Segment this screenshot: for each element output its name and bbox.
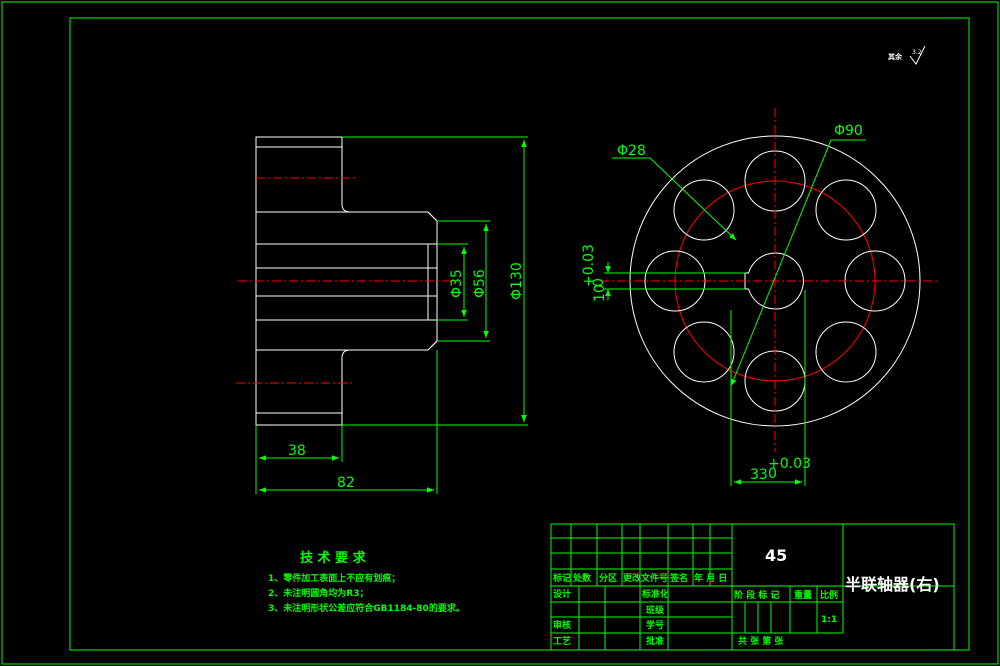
dim-d28: Φ28 xyxy=(617,143,646,159)
tb-header-change-doc: 更改文件号 xyxy=(623,572,668,584)
dim-key-depth-lower: 0 xyxy=(768,466,777,482)
roughness-symbol: 其余 3.2 xyxy=(888,45,926,65)
tb-scale: 1:1 xyxy=(821,615,837,625)
tb-sheets: 共 张 第 张 xyxy=(738,635,784,647)
part-name: 半联轴器(右) xyxy=(845,575,940,594)
tb-scale-label: 比例 xyxy=(820,589,838,601)
dim-d35: Φ35 xyxy=(449,269,465,298)
tech-item-3: 3、未注明形状公差应符合GB1184-80的要求。 xyxy=(268,602,465,614)
material: 45 xyxy=(765,546,787,565)
section-dimensions: Φ130 Φ56 Φ35 38 82 xyxy=(255,136,528,494)
dim-d130: Φ130 xyxy=(509,262,525,300)
front-dimensions: Φ90 Φ28 10 +0.03 0 33 +0.03 0 xyxy=(581,123,866,486)
dim-key-depth-upper: +0.03 xyxy=(768,456,811,472)
tb-design: 设计 xyxy=(553,588,571,600)
tech-item-1: 1、零件加工表面上不应有划痕； xyxy=(268,572,400,584)
tb-process: 工艺 xyxy=(553,635,571,647)
tb-weight: 重量 xyxy=(794,589,812,601)
tb-class: 班级 xyxy=(646,604,665,616)
tech-requirements: 技 术 要 求 1、零件加工表面上不应有划痕； 2、未注明圆角均为R3； 3、未… xyxy=(268,550,465,614)
tb-student-id: 学号 xyxy=(646,619,664,631)
inner-frame xyxy=(69,17,970,651)
tb-review: 审核 xyxy=(553,619,571,631)
roughness-value: 3.2 xyxy=(912,49,922,56)
tb-header-date: 年 月 日 xyxy=(694,572,727,584)
tb-approve: 批准 xyxy=(646,635,664,647)
tb-header-count: 处数 xyxy=(572,572,592,584)
dim-d90: Φ90 xyxy=(834,123,863,139)
tb-header-mark: 标记 xyxy=(552,572,571,584)
center-bore xyxy=(744,252,804,310)
dim-len38: 38 xyxy=(288,443,306,459)
dim-key-width-lower: 0 xyxy=(591,278,607,287)
tech-item-2: 2、未注明圆角均为R3； xyxy=(268,587,368,599)
dim-key-depth: 33 xyxy=(750,467,768,483)
tb-stage-mark: 阶 段 标 记 xyxy=(734,589,779,601)
dim-key-width: 10 xyxy=(592,284,608,302)
tb-header-zone: 分区 xyxy=(599,572,617,584)
dim-d56: Φ56 xyxy=(472,269,488,298)
tb-standardize: 标准化 xyxy=(641,588,669,600)
front-view xyxy=(600,108,938,452)
roughness-label: 其余 xyxy=(888,52,903,61)
section-view xyxy=(236,136,455,426)
tech-title: 技 术 要 求 xyxy=(300,550,367,566)
dim-key-width-upper: +0.03 xyxy=(581,244,597,287)
tb-header-sign: 签名 xyxy=(669,572,688,584)
title-block: 45 半联轴器(右) 标记 处数 分区 更改文件号 签名 年 月 日 设计 标准… xyxy=(550,523,955,651)
dim-len82: 82 xyxy=(337,475,355,491)
